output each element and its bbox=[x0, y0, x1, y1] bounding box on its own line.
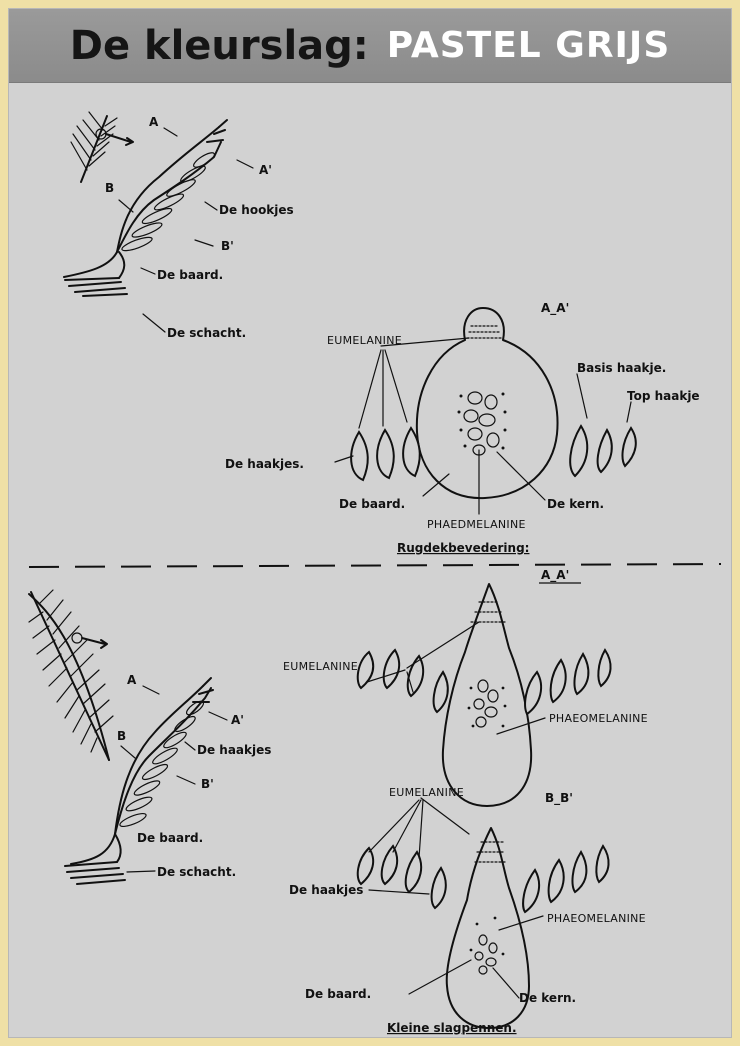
top-hooks-left-label: De haakjes. bbox=[225, 457, 304, 471]
diagram-panel: De kleurslag: PASTEL GRIJS bbox=[8, 8, 732, 1038]
title-banner: De kleurslag: PASTEL GRIJS bbox=[9, 9, 731, 83]
bottom-label-hooks: De haakjes bbox=[197, 743, 271, 757]
top-thumbnail-feather bbox=[71, 112, 133, 182]
bottom-label-shaft: De schacht. bbox=[157, 865, 236, 879]
top-kern-label: De kern. bbox=[547, 497, 604, 511]
top-phaeomelanine-label: PHAEDMELANINE bbox=[427, 518, 526, 531]
bottom-label-a: A bbox=[127, 673, 137, 687]
bottom-eumelanine-2-label: EUMELANINE bbox=[389, 786, 464, 799]
bottom-label-b-prime: B' bbox=[201, 777, 214, 791]
feather-diagram: A A' B De hookjes B' De baard. De schach… bbox=[9, 82, 732, 1038]
top-label-a-prime: A' bbox=[259, 163, 272, 177]
title-dark-text: De kleurslag: bbox=[70, 23, 369, 69]
bottom-hooks-label: De haakjes bbox=[289, 883, 363, 897]
top-label-hooks: De hookjes bbox=[219, 203, 294, 217]
bottom-large-feather bbox=[29, 590, 113, 760]
bottom-section-aa-label: A_A' bbox=[541, 568, 569, 583]
bottom-main-feather bbox=[65, 678, 213, 884]
bottom-kern-label: De kern. bbox=[519, 991, 576, 1005]
bottom-barb-label: De baard. bbox=[305, 987, 371, 1001]
top-label-b-prime: B' bbox=[221, 239, 234, 253]
top-label-shaft: De schacht. bbox=[167, 326, 246, 340]
top-eumelanine-label: EUMELANINE bbox=[327, 334, 402, 347]
top-caption: Rugdekbevedering: bbox=[397, 541, 529, 555]
bottom-section-aa bbox=[358, 584, 611, 806]
bottom-phaeomelanine-1-label: PHAEOMELANINE bbox=[549, 712, 648, 725]
top-label-a: A bbox=[149, 115, 159, 129]
top-label-barb: De baard. bbox=[157, 268, 223, 282]
bottom-phaeomelanine-2-label: PHAEOMELANINE bbox=[547, 912, 646, 925]
bottom-label-barb: De baard. bbox=[137, 831, 203, 845]
top-section-label: A_A' bbox=[541, 301, 569, 316]
bottom-eumelanine-1-label: EUMELANINE bbox=[283, 660, 358, 673]
top-basis-hook-label: Basis haakje. bbox=[577, 361, 666, 375]
bottom-label-a-prime: A' bbox=[231, 713, 244, 727]
bottom-section-bb-label: B_B' bbox=[545, 791, 573, 806]
bottom-label-b: B bbox=[117, 729, 126, 743]
title-light-text: PASTEL GRIJS bbox=[387, 25, 670, 66]
section-divider bbox=[29, 564, 721, 567]
top-label-b: B bbox=[105, 181, 114, 195]
top-barb-label: De baard. bbox=[339, 497, 405, 511]
top-top-hook-label: Top haakje bbox=[627, 389, 700, 403]
bottom-caption: Kleine slagpennen. bbox=[387, 1021, 517, 1035]
